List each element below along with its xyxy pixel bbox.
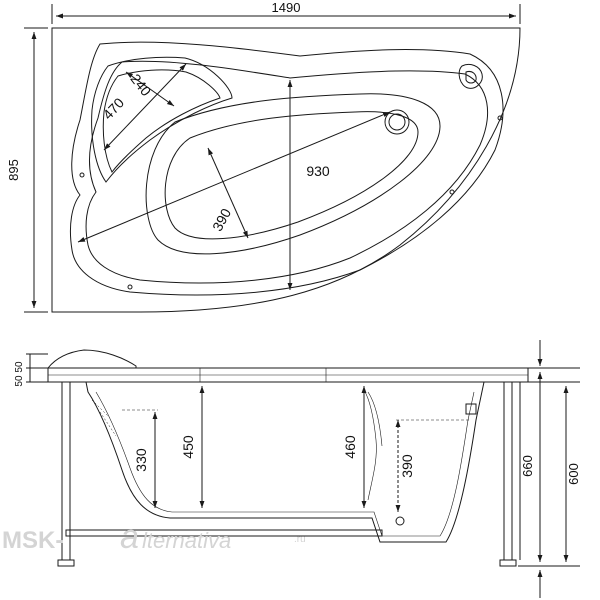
side-view-leg-right: [503, 381, 513, 561]
top-view-basin-inner: [164, 111, 419, 240]
side-view-labels: 50 50 330 450 460 390 660 600: [14, 361, 581, 485]
watermark-brand-left: MSK-: [2, 527, 63, 554]
side-view-foot-left: [57, 559, 75, 567]
side-view-shade-right: [363, 389, 377, 501]
label-center-right-depth: 460: [342, 435, 358, 459]
top-view-handle: [458, 63, 483, 89]
side-view-headrest: [47, 349, 137, 369]
watermark-brand-right: lternativa: [142, 528, 231, 553]
side-view-foot-right: [499, 559, 517, 567]
top-view-jet-1: [497, 115, 503, 121]
top-view-handle-ring: [465, 71, 477, 84]
top-view-basin-outer: [145, 93, 441, 255]
dim-line-basin-length: [77, 111, 391, 243]
side-view-shade-left: [91, 399, 117, 437]
watermark-brand-letter: a: [120, 518, 139, 556]
label-body-height: 600: [566, 463, 581, 485]
top-view-outer-rim: [51, 27, 521, 313]
label-rim-lower: 50: [14, 375, 25, 387]
label-left-inner-depth: 330: [133, 448, 149, 472]
top-view-seat-inner: [102, 69, 221, 173]
label-overall-width: 1490: [272, 0, 301, 15]
label-seat-width: 240: [127, 71, 154, 99]
dim-line-basin-width: [207, 147, 249, 239]
watermark-tld: .ru: [294, 534, 306, 545]
top-view: [51, 27, 521, 313]
label-center-left-depth: 450: [180, 435, 196, 459]
watermark: MSK- a lternativa .ru: [2, 518, 306, 556]
label-overall-depth: 895: [6, 159, 21, 181]
label-right-inner-depth: 390: [399, 454, 415, 478]
side-view-tub-body: [85, 381, 485, 543]
top-view-drain-inner: [388, 113, 406, 131]
top-view-jet-3: [79, 172, 85, 178]
dim-line-seat-length: [103, 63, 187, 151]
top-view-jet-4: [127, 284, 133, 290]
side-view-drain: [395, 516, 405, 526]
label-basin-width: 390: [209, 205, 234, 233]
top-view-dimensions: [24, 4, 521, 313]
side-view: [47, 349, 529, 567]
label-total-height: 660: [520, 455, 535, 477]
label-rim-upper: 50: [14, 361, 25, 373]
label-basin-length: 930: [306, 163, 330, 179]
top-view-jet-2: [449, 189, 455, 195]
side-view-crossbar: [65, 529, 383, 537]
side-view-overflow: [465, 403, 477, 415]
side-view-dimensions: [26, 340, 580, 598]
side-view-tub-inner: [95, 391, 475, 537]
